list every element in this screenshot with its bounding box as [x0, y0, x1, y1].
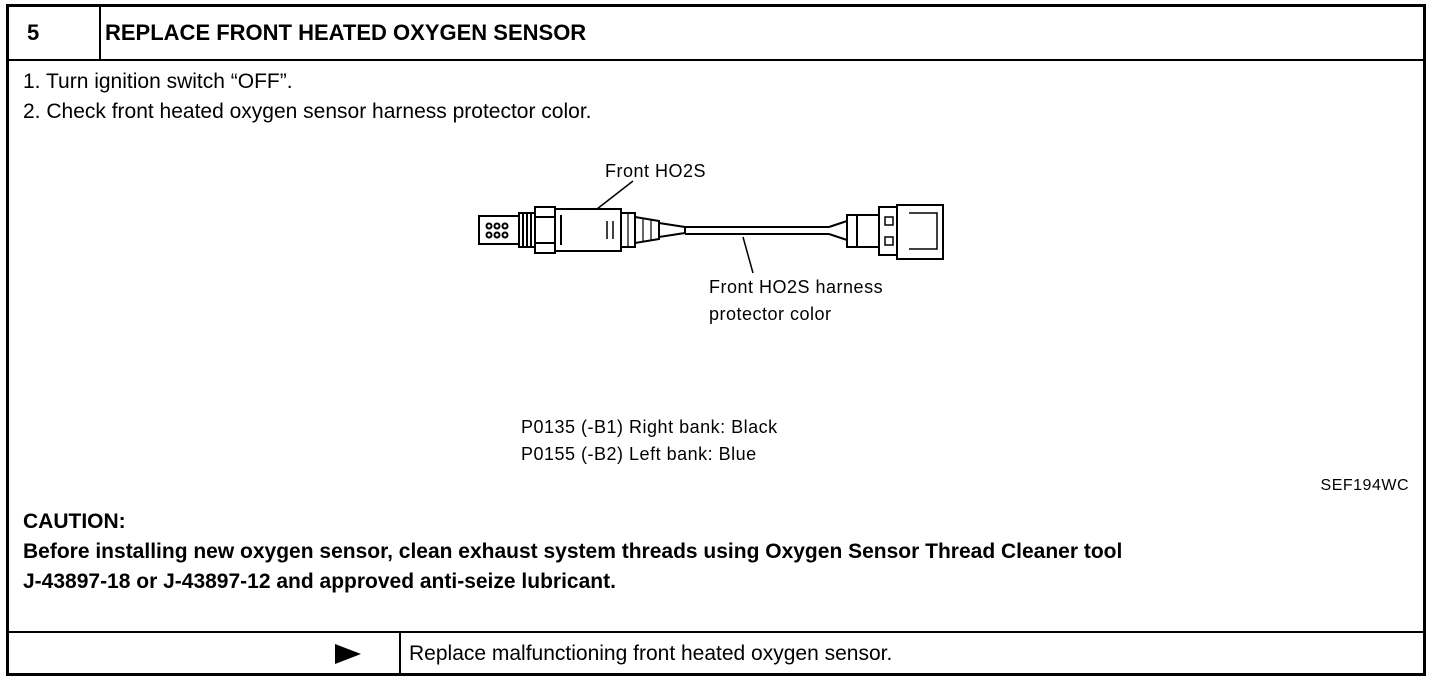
- procedure-table: 5 REPLACE FRONT HEATED OXYGEN SENSOR 1. …: [6, 4, 1426, 676]
- instruction-item: 1. Turn ignition switch “OFF”.: [23, 70, 293, 93]
- instruction-item: 2. Check front heated oxygen sensor harn…: [23, 100, 592, 123]
- step-title: REPLACE FRONT HEATED OXYGEN SENSOR: [105, 20, 587, 45]
- step-number: 5: [9, 7, 101, 59]
- code-line-left-bank: P0155 (-B2) Left bank: Blue: [521, 444, 757, 464]
- figure-reference-code: SEF194WC: [1320, 477, 1409, 494]
- harness-label-line1: Front HO2S harness: [709, 277, 884, 297]
- caution-heading: CAUTION:: [23, 510, 126, 533]
- sensor-label: Front HO2S: [605, 161, 707, 181]
- code-line-right-bank: P0135 (-B1) Right bank: Black: [521, 417, 778, 437]
- result-action-text: Replace malfunctioning front heated oxyg…: [409, 642, 893, 665]
- oxygen-sensor-illustration: [478, 180, 944, 274]
- harness-label-line2: protector color: [709, 304, 832, 324]
- caution-text-line1: Before installing new oxygen sensor, cle…: [23, 540, 1123, 563]
- arrow-cell: [9, 633, 401, 675]
- instruction-list: 1. Turn ignition switch “OFF”. 2. Check …: [23, 67, 592, 127]
- step-header: 5 REPLACE FRONT HEATED OXYGEN SENSOR: [9, 7, 1423, 61]
- result-row: Replace malfunctioning front heated oxyg…: [9, 631, 1423, 675]
- sensor-figure: Front HO2S Front HO2S harness protector …: [9, 137, 1423, 507]
- caution-block: CAUTION: Before installing new oxygen se…: [23, 507, 1122, 597]
- play-arrow-icon: [335, 644, 361, 664]
- caution-text-line2: J-43897-18 or J-43897-12 and approved an…: [23, 570, 616, 593]
